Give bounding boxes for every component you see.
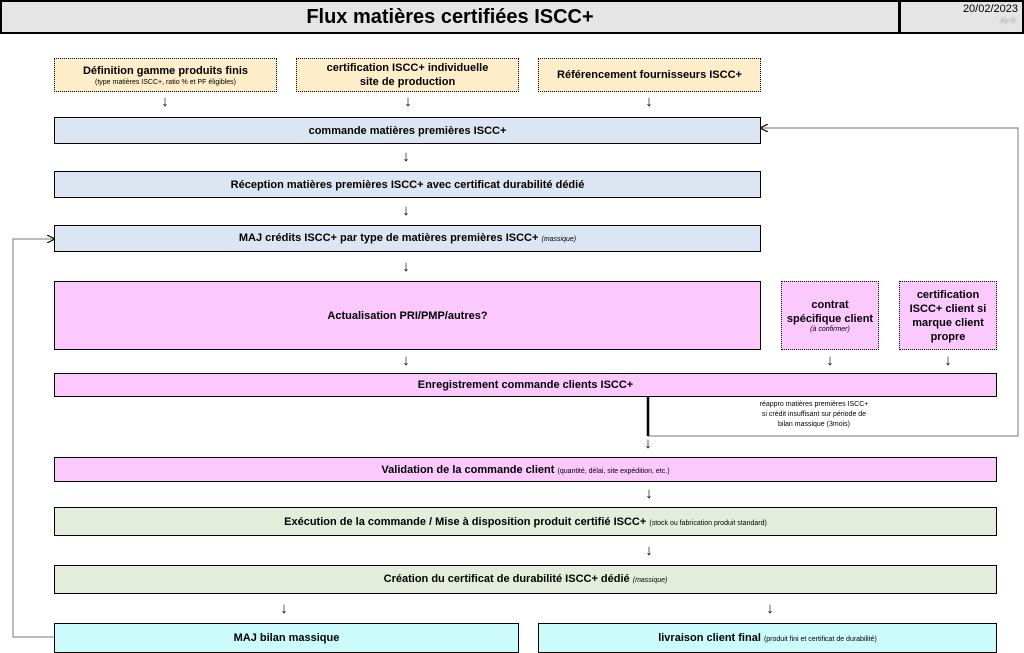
gamme-box: Définition gamme produits finis (type ma… [54, 58, 277, 92]
maj-credits-box: MAJ crédits ISCC+ par type de matières p… [54, 225, 761, 252]
reception-mp-title: Réception matières premières ISCC+ avec … [230, 178, 585, 191]
certification-client-line3: marque client [912, 316, 984, 329]
validation-title: Validation de la commande client (quanti… [381, 463, 670, 476]
certification-site-line1: certification ISCC+ individuelle [326, 62, 489, 74]
certification-client-line4: propre [930, 330, 966, 343]
maj-credits-title: MAJ crédits ISCC+ par type de matières p… [238, 231, 577, 244]
contrat-note: (à confirmer) [810, 326, 850, 333]
execution-box: Exécution de la commande / Mise à dispos… [54, 507, 997, 536]
arrow-down-icon: ↓ [402, 352, 410, 369]
actualisation-title: Actualisation PRI/PMP/autres? [327, 309, 488, 322]
fournisseurs-title: Référencement fournisseurs ISCC+ [557, 69, 742, 81]
arrow-down-icon: ↓ [280, 600, 288, 617]
commande-mp-title: commande matières premières ISCC+ [308, 124, 507, 137]
enregistrement-title: Enregistrement commande clients ISCC+ [417, 379, 634, 391]
commande-mp-box: commande matières premières ISCC+ [54, 117, 761, 144]
fournisseurs-box: Référencement fournisseurs ISCC+ [538, 58, 761, 92]
livraison-note: (produit fini et certificat de durabilit… [763, 636, 877, 643]
page-title-bar: Flux matières certifiées ISCC+ [0, 0, 900, 34]
arrow-down-icon: ↓ [402, 202, 410, 219]
reception-mp-box: Réception matières premières ISCC+ avec … [54, 171, 761, 198]
creation-certificat-box: Création du certificat de durabilité ISC… [54, 565, 997, 594]
creation-certificat-title: Création du certificat de durabilité ISC… [383, 572, 668, 585]
certification-client-line1: certification [916, 288, 980, 301]
page-title: Flux matières certifiées ISCC+ [306, 5, 594, 28]
date-cell: 20/02/2023 AV R [899, 0, 1024, 34]
reappro-note: réappro matières premières ISCC+ si créd… [745, 400, 883, 430]
execution-title: Exécution de la commande / Mise à dispos… [284, 515, 767, 528]
certification-client-line2: ISCC+ client si [909, 302, 987, 315]
certification-site-box: certification ISCC+ individuelle site de… [296, 58, 519, 92]
actualisation-box: Actualisation PRI/PMP/autres? [54, 281, 761, 350]
certification-site-line2: site de production [359, 76, 456, 88]
maj-bilan-title: MAJ bilan massique [233, 632, 340, 644]
author-initials: AV R [1000, 18, 1016, 25]
arrow-down-icon: ↓ [644, 435, 652, 452]
arrow-down-icon: ↓ [944, 352, 952, 369]
validation-note: (quantité, délai, site expédition, etc.) [557, 467, 670, 475]
gamme-note: (type matières ISCC+, ratio % et PF élig… [94, 78, 237, 86]
arrow-down-icon: ↓ [645, 542, 653, 559]
livraison-title: livraison client final (produit fini et … [658, 632, 877, 644]
maj-bilan-box: MAJ bilan massique [54, 623, 519, 653]
execution-note: (stock ou fabrication produit standard) [649, 519, 767, 527]
certification-client-box: certification ISCC+ client si marque cli… [899, 281, 997, 350]
validation-box: Validation de la commande client (quanti… [54, 457, 997, 482]
arrow-down-icon: ↓ [404, 93, 412, 110]
contrat-box: contrat spécifique client (à confirmer) [781, 281, 879, 350]
contrat-line2: spécifique client [786, 313, 874, 325]
arrow-down-icon: ↓ [161, 93, 169, 110]
date-text: 20/02/2023 [962, 3, 1018, 15]
contrat-line1: contrat [811, 299, 849, 311]
reappro-note-line1: réappro matières premières ISCC+ [759, 401, 869, 408]
arrow-down-icon: ↓ [645, 93, 653, 110]
enregistrement-box: Enregistrement commande clients ISCC+ [54, 373, 997, 397]
livraison-box: livraison client final (produit fini et … [538, 623, 997, 653]
maj-credits-note: (massique) [541, 235, 577, 243]
reappro-note-line2: si crédit insuffisant sur période de [761, 411, 867, 418]
creation-certificat-note: (massique) [632, 576, 668, 584]
arrow-down-icon: ↓ [402, 258, 410, 275]
arrow-down-icon: ↓ [826, 352, 834, 369]
arrow-down-icon: ↓ [645, 485, 653, 502]
arrow-down-icon: ↓ [766, 600, 774, 617]
reappro-note-line3: bilan massique (3mois) [778, 421, 850, 428]
arrow-down-icon: ↓ [402, 148, 410, 165]
bilan-feedback-line [12, 239, 54, 638]
gamme-title: Définition gamme produits finis [82, 64, 248, 77]
